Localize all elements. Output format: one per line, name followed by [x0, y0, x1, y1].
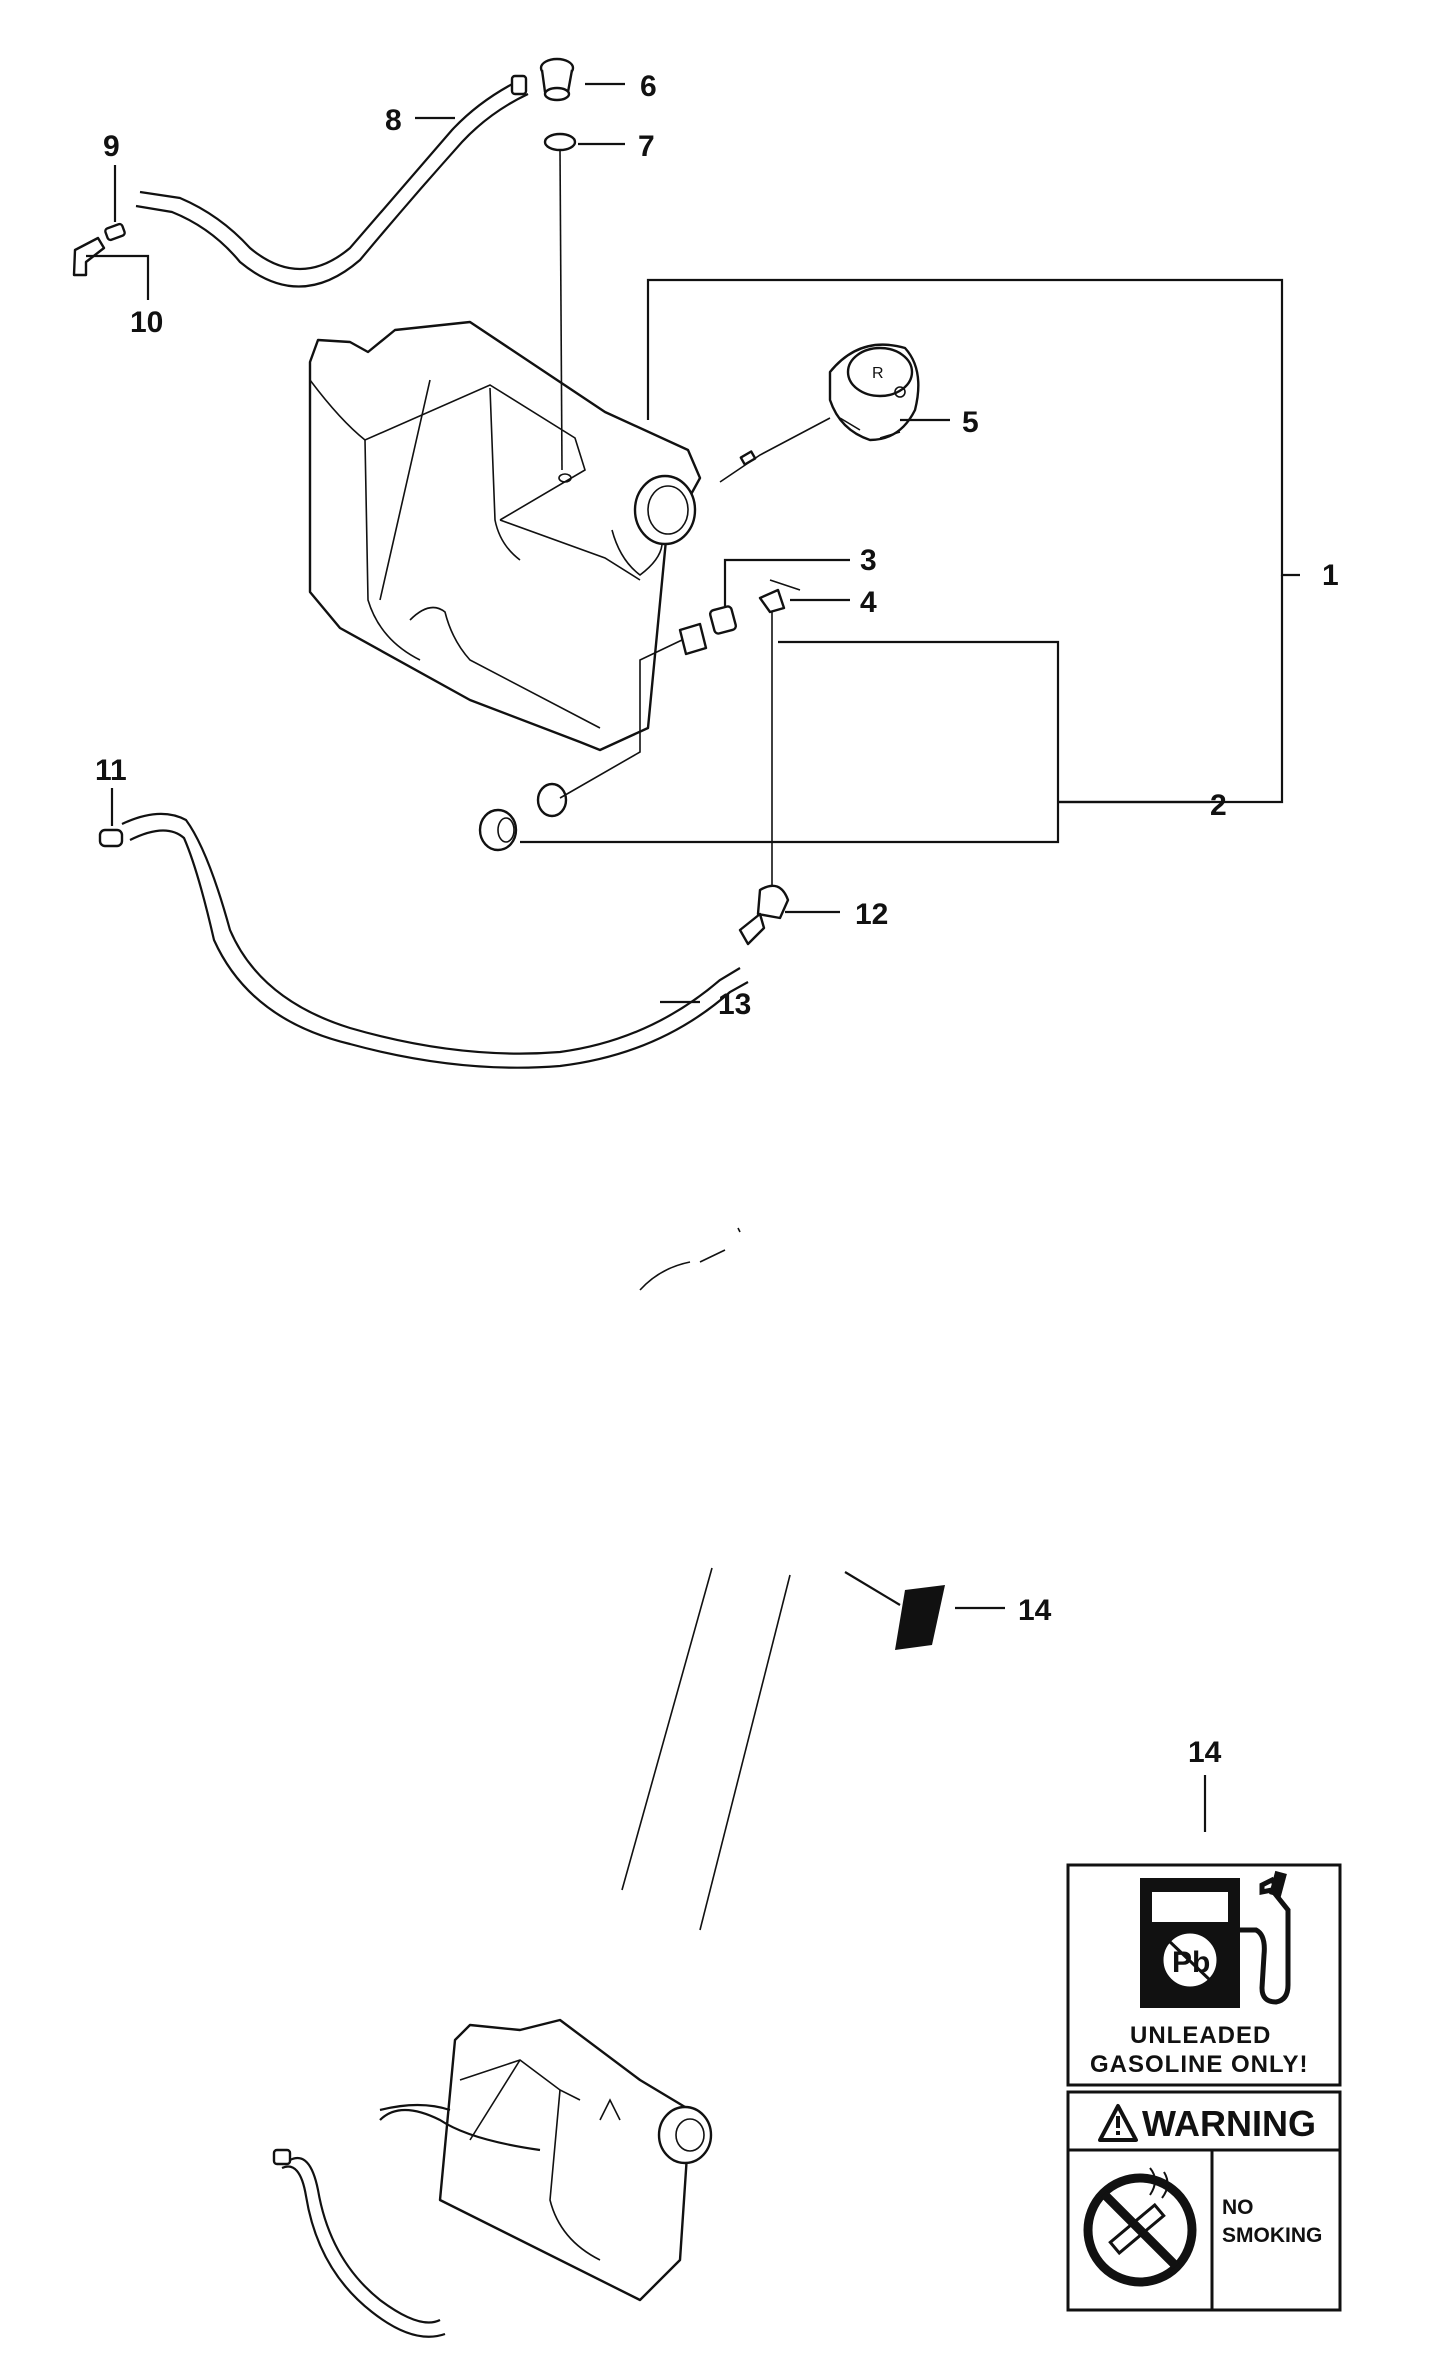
- hose-fitting: [756, 884, 790, 920]
- callout-10: 10: [130, 306, 163, 339]
- callout-3: 3: [860, 544, 877, 577]
- callout-4: 4: [860, 586, 877, 619]
- callout-8: 8: [385, 104, 402, 137]
- callout-6: 6: [640, 70, 657, 103]
- callout-11: 11: [95, 754, 127, 787]
- vent-valve: [539, 57, 575, 102]
- mower-body-outline: [621, 1227, 791, 1931]
- fuel-pump-icon: Pb: [1140, 1870, 1291, 2008]
- hose-clamp: [510, 74, 528, 96]
- hose-clamp-lower: [98, 828, 124, 848]
- grommet-washer: [543, 132, 577, 152]
- fuel-hose: [121, 812, 741, 1055]
- callout-2: 2: [1210, 789, 1227, 822]
- leader-1: [646, 278, 1300, 577]
- fuel-cap-tether: [719, 417, 831, 483]
- fuel-tank: [308, 320, 702, 752]
- leader-10: [86, 254, 150, 300]
- fuel-cap: R: [828, 343, 920, 442]
- callout-7: 7: [638, 130, 655, 163]
- clamp: [104, 222, 126, 242]
- leader-14-location: [844, 1571, 901, 1606]
- tether-clip: [739, 450, 757, 466]
- leader-2: [520, 640, 1060, 844]
- warning-decal: WARNING: [1066, 2090, 1342, 2152]
- decal-no-text: NO: [1222, 2196, 1254, 2219]
- o-ring: [536, 782, 568, 818]
- no-smoking-icon: [1083, 2167, 1197, 2287]
- callout-12: 12: [855, 898, 888, 931]
- decal-smoking-text: SMOKING: [1222, 2224, 1322, 2247]
- assembled-tank-view: [272, 2018, 713, 2338]
- callout-14-decal: 14: [1188, 1736, 1222, 1769]
- callout-14-location: 14: [1018, 1594, 1052, 1627]
- unleaded-fuel-decal: Pb UNLEADED GASOLINE ONLY!: [1066, 1863, 1342, 2087]
- svg-text:R: R: [872, 365, 884, 382]
- vent-hose: [139, 79, 521, 270]
- callout-5: 5: [962, 406, 979, 439]
- vent-axis-line: [559, 149, 563, 471]
- decal-location-mark: [895, 1585, 945, 1650]
- decal-warning-text: WARNING: [1142, 2103, 1316, 2144]
- decal-gasoline-only-text: GASOLINE ONLY!: [1090, 2051, 1308, 2078]
- callout-9: 9: [103, 130, 120, 163]
- leader-3: [723, 558, 850, 606]
- decal-unleaded-text: UNLEADED: [1130, 2022, 1271, 2049]
- warning-triangle-icon: [1098, 2104, 1138, 2142]
- fuel-valve: [678, 579, 801, 656]
- callout-13: 13: [718, 988, 751, 1021]
- no-smoking-decal: NO SMOKING: [1066, 2148, 1342, 2312]
- callout-1: 1: [1322, 559, 1339, 592]
